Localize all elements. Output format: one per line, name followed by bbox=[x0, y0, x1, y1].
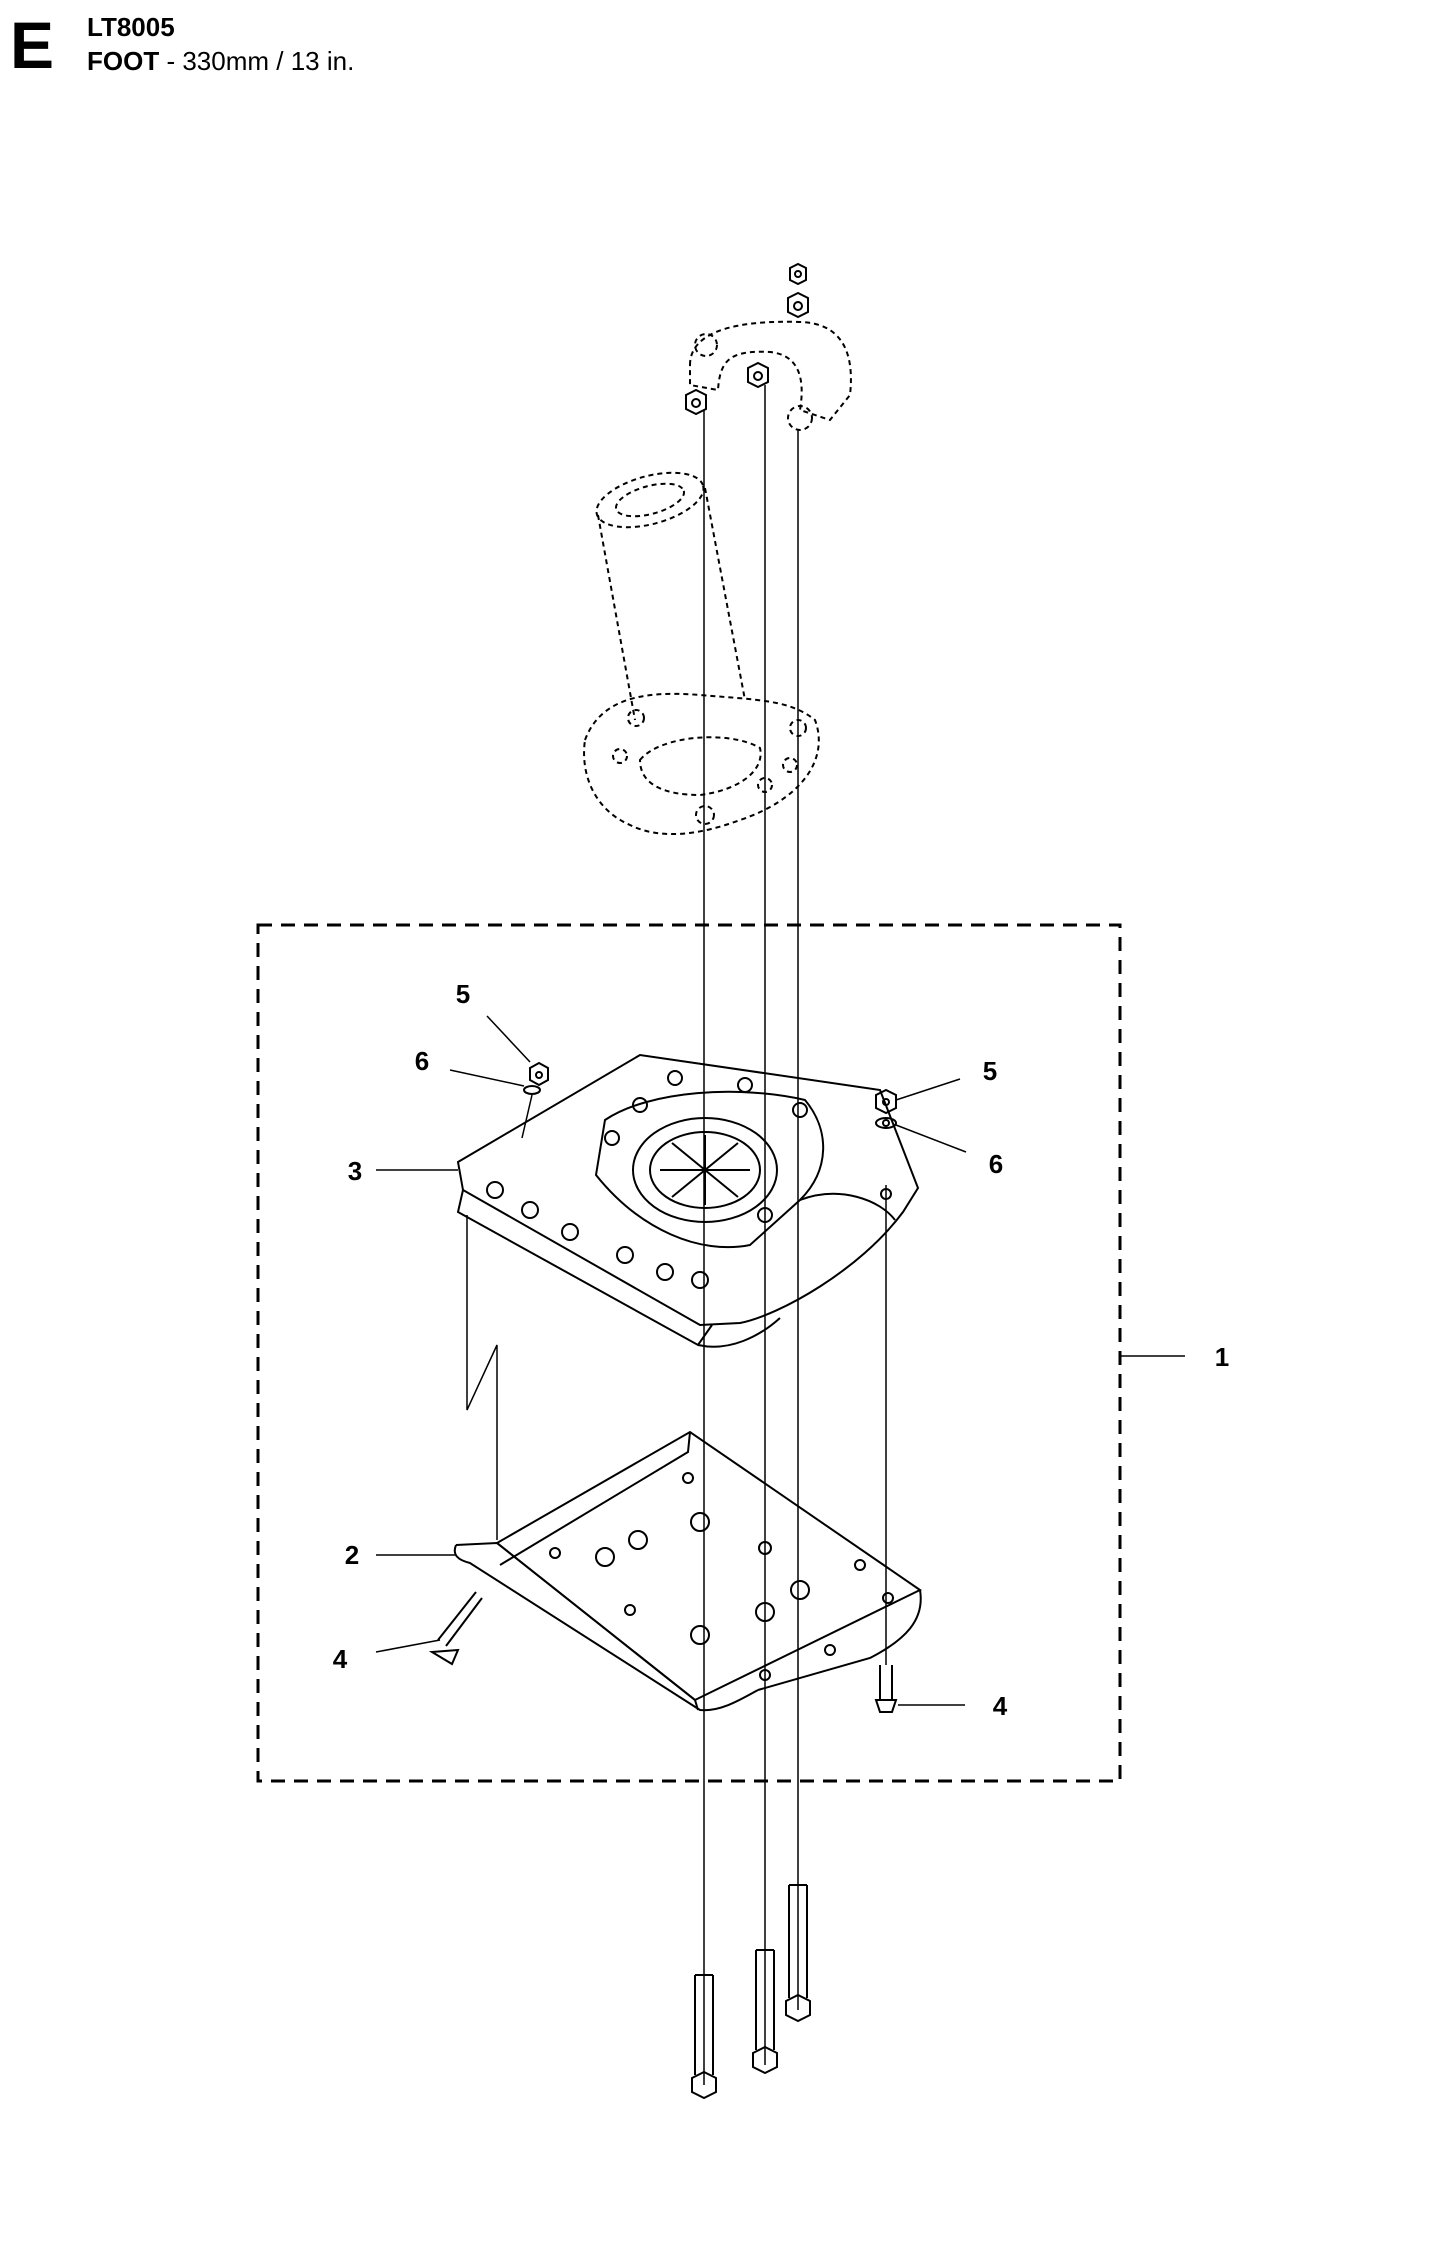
callout-1: 1 bbox=[1215, 1342, 1229, 1372]
leader-5b bbox=[895, 1078, 961, 1101]
leader-5a bbox=[486, 1015, 531, 1063]
leader-6a bbox=[449, 1069, 525, 1087]
callout-2: 2 bbox=[345, 1540, 359, 1570]
callout-3: 3 bbox=[348, 1156, 362, 1186]
part-6-washer-right bbox=[875, 1117, 897, 1129]
top-nut-1 bbox=[789, 262, 807, 286]
handle-tube-phantom bbox=[583, 471, 820, 835]
callout-4b: 4 bbox=[993, 1691, 1008, 1721]
callout-5a: 5 bbox=[456, 979, 470, 1009]
model-number: LT8005 bbox=[87, 12, 175, 42]
bottom-bolt-2 bbox=[752, 1949, 778, 2075]
callout-6a: 6 bbox=[415, 1046, 429, 1076]
callout-5b: 5 bbox=[983, 1056, 997, 1086]
callout-6b: 6 bbox=[989, 1149, 1003, 1179]
part-2-bottom-plate bbox=[453, 1430, 922, 1712]
part-5-nut-right bbox=[875, 1088, 897, 1115]
handle-bracket-phantom bbox=[689, 320, 852, 431]
bottom-bolt-3 bbox=[785, 1884, 811, 2023]
part-4-screw-left bbox=[428, 1591, 483, 1666]
top-nut-3 bbox=[747, 361, 769, 389]
part-5-nut-left bbox=[529, 1061, 549, 1087]
part-6-washer-left bbox=[521, 1085, 541, 1139]
callout-4a: 4 bbox=[333, 1644, 348, 1674]
title-rest: - 330mm / 13 in. bbox=[159, 46, 355, 76]
part-4-screw-right bbox=[874, 1665, 898, 1713]
title-bold: FOOT bbox=[87, 46, 160, 76]
kit-boundary-box bbox=[256, 923, 1122, 1783]
section-letter: E bbox=[10, 8, 55, 82]
bottom-bolt-1 bbox=[691, 1974, 717, 2100]
leader-6b bbox=[895, 1124, 967, 1153]
top-nut-4 bbox=[685, 388, 707, 416]
page-title: FOOT - 330mm / 13 in. bbox=[87, 46, 354, 77]
break-line bbox=[466, 1215, 498, 1540]
top-nut-2 bbox=[787, 291, 809, 319]
leader-4a bbox=[375, 1639, 441, 1653]
part-3-foot-casting bbox=[456, 1053, 920, 1348]
